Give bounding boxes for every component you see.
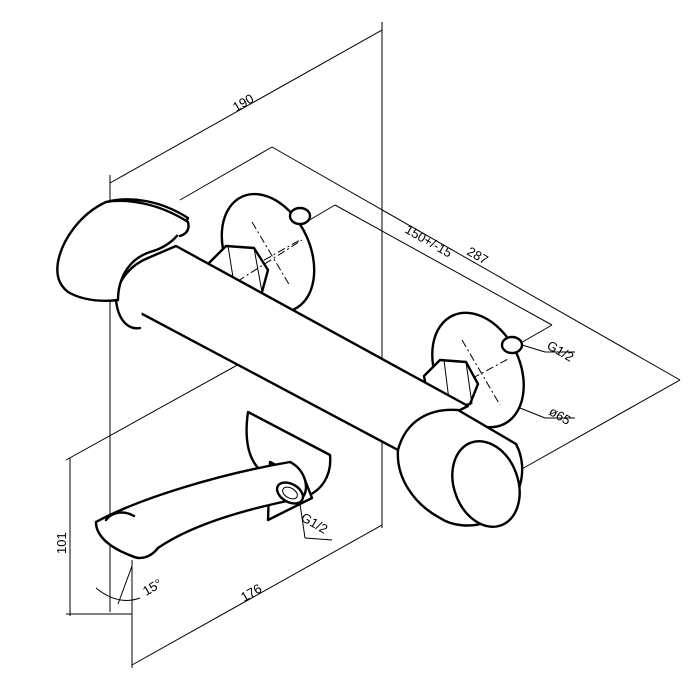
dim-190-label: 190 (230, 91, 256, 115)
dimension-lines (65, 22, 681, 668)
dim-diameter-label: ø65 (547, 404, 574, 428)
dim-angle-label: 15° (140, 576, 165, 599)
dim-g12-outlet-label: G1/2 (299, 510, 331, 537)
spout (94, 410, 332, 560)
dim-g12-inlet-label: G1/2 (545, 338, 577, 365)
dim-176-label: 176 (238, 581, 264, 605)
right-handle (396, 408, 524, 528)
dim-150-label: 150+/-15 (403, 222, 455, 261)
dim-287-label: 287 (465, 244, 491, 268)
dim-101-label: 101 (54, 532, 69, 554)
left-handle (56, 198, 190, 302)
